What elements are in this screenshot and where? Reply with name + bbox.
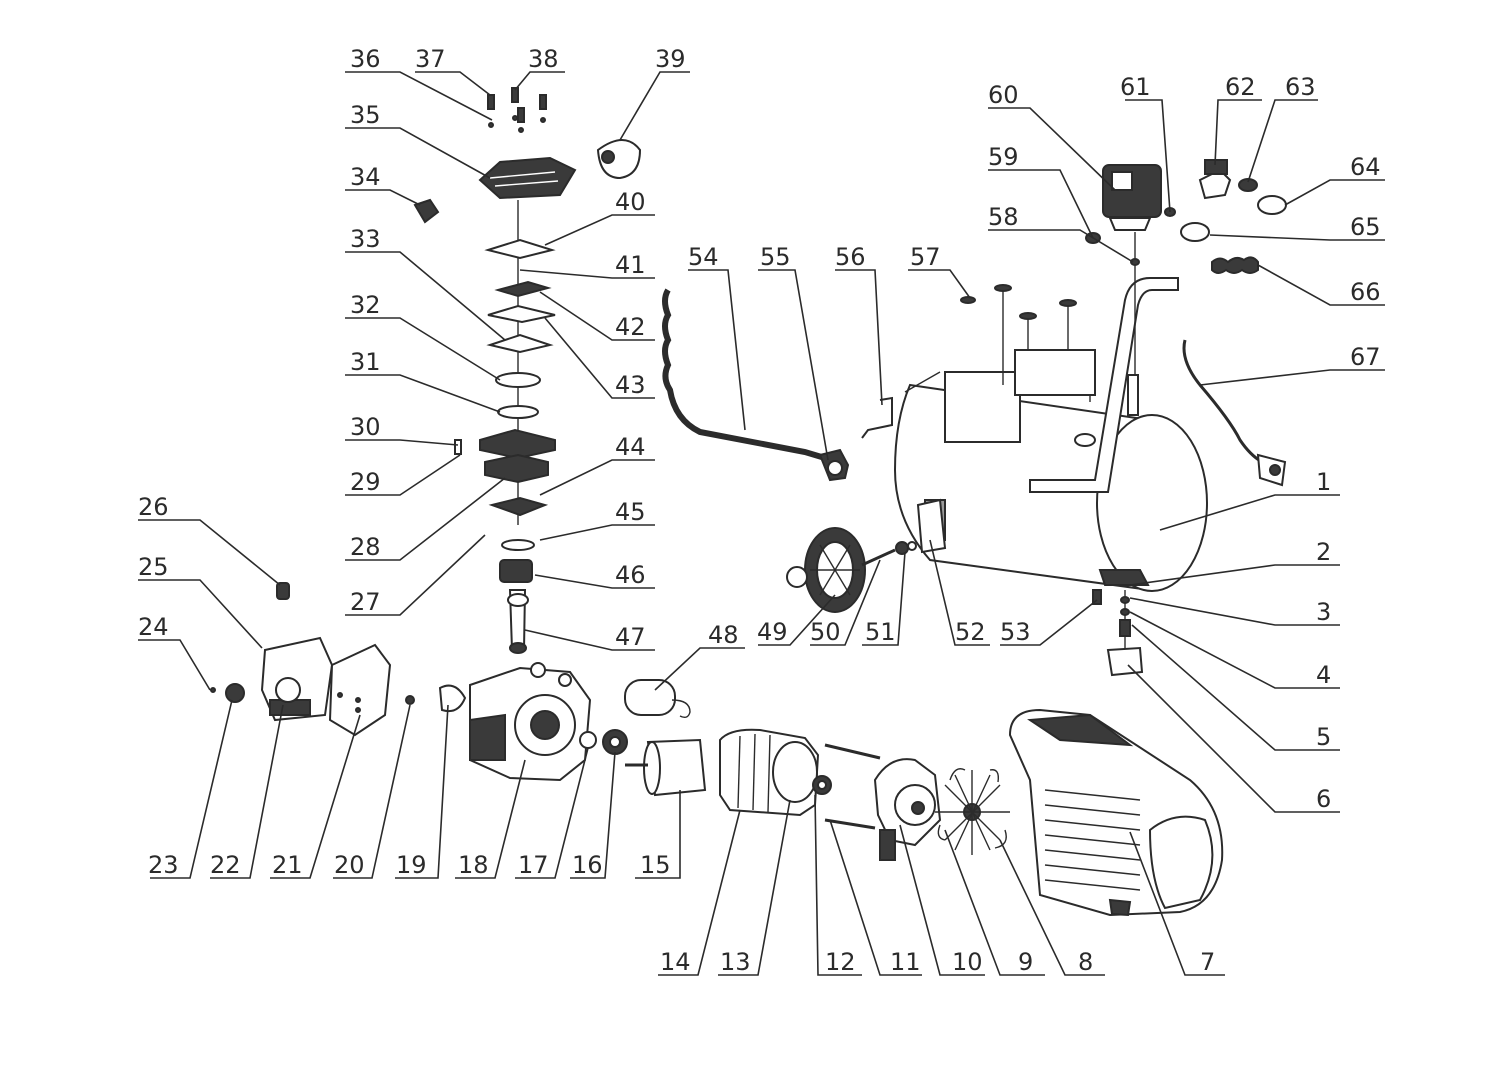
callout-67: 67 <box>1350 343 1381 371</box>
callout-19: 19 <box>396 851 427 879</box>
callout-57: 57 <box>910 243 941 271</box>
end-shield <box>873 758 942 861</box>
callout-15: 15 <box>640 851 671 879</box>
callout-50: 50 <box>810 618 841 646</box>
tank-handle <box>1029 277 1179 493</box>
stator <box>719 728 820 817</box>
callout-32: 32 <box>350 291 381 319</box>
callout-5: 5 <box>1316 723 1331 751</box>
capacitor <box>624 679 691 719</box>
callout-62: 62 <box>1225 73 1256 101</box>
callout-63: 63 <box>1285 73 1316 101</box>
callout-38: 38 <box>528 45 559 73</box>
fan-cover <box>1008 708 1224 917</box>
callout-43: 43 <box>615 371 646 399</box>
callout-49: 49 <box>757 618 788 646</box>
callout-24: 24 <box>138 613 169 641</box>
callout-16: 16 <box>572 851 603 879</box>
callout-29: 29 <box>350 468 381 496</box>
callout-17: 17 <box>518 851 549 879</box>
callout-41: 41 <box>615 251 646 279</box>
callout-66: 66 <box>1350 278 1381 306</box>
callout-6: 6 <box>1316 785 1331 813</box>
drain-pin <box>861 396 893 439</box>
callout-4: 4 <box>1316 661 1331 689</box>
air-hose <box>662 288 850 482</box>
callout-40: 40 <box>615 188 646 216</box>
callout-59: 59 <box>988 143 1019 171</box>
power-cord <box>1182 339 1287 487</box>
callout-12: 12 <box>825 948 856 976</box>
cylinder-head-stack <box>413 87 642 654</box>
callout-64: 64 <box>1350 153 1381 181</box>
callout-39: 39 <box>655 45 686 73</box>
callout-22: 22 <box>210 851 241 879</box>
cooling-fan <box>935 768 1010 855</box>
leader-lines <box>138 71 1385 976</box>
callout-37: 37 <box>415 45 446 73</box>
callout-46: 46 <box>615 561 646 589</box>
callout-42: 42 <box>615 313 646 341</box>
long-bolts <box>812 743 881 830</box>
callout-10: 10 <box>952 948 983 976</box>
callout-55: 55 <box>760 243 791 271</box>
callout-34: 34 <box>350 163 381 191</box>
callout-25: 25 <box>138 553 169 581</box>
tank-foot <box>916 498 947 554</box>
callout-11: 11 <box>890 948 921 976</box>
callout-14: 14 <box>660 948 691 976</box>
crankcase <box>469 662 592 782</box>
callout-3: 3 <box>1316 598 1331 626</box>
callout-51: 51 <box>865 618 896 646</box>
callout-1: 1 <box>1316 468 1331 496</box>
callout-61: 61 <box>1120 73 1151 101</box>
callout-52: 52 <box>955 618 986 646</box>
callout-27: 27 <box>350 588 381 616</box>
pressure-switch-assembly <box>1085 159 1287 375</box>
callout-30: 30 <box>350 413 381 441</box>
valve-cover-assembly <box>210 582 467 737</box>
callout-28: 28 <box>350 533 381 561</box>
callout-8: 8 <box>1078 948 1093 976</box>
callout-47: 47 <box>615 623 646 651</box>
callout-53: 53 <box>1000 618 1031 646</box>
callout-35: 35 <box>350 101 381 129</box>
callout-20: 20 <box>334 851 365 879</box>
callout-44: 44 <box>615 433 646 461</box>
callout-7: 7 <box>1200 948 1215 976</box>
callout-54: 54 <box>688 243 719 271</box>
callout-33: 33 <box>350 225 381 253</box>
callout-2: 2 <box>1316 538 1331 566</box>
callout-31: 31 <box>350 348 381 376</box>
rotor <box>625 738 707 797</box>
callout-36: 36 <box>350 45 381 73</box>
callout-45: 45 <box>615 498 646 526</box>
callout-9: 9 <box>1018 948 1033 976</box>
callout-23: 23 <box>148 851 179 879</box>
callout-48: 48 <box>708 621 739 649</box>
callout-13: 13 <box>720 948 751 976</box>
parts-drawing <box>210 87 1287 917</box>
callout-65: 65 <box>1350 213 1381 241</box>
callout-18: 18 <box>458 851 489 879</box>
spring-66 <box>1211 256 1259 274</box>
wheel <box>786 527 917 613</box>
callout-60: 60 <box>988 81 1019 109</box>
callout-21: 21 <box>272 851 303 879</box>
callout-56: 56 <box>835 243 866 271</box>
drain-assembly <box>1092 589 1144 677</box>
callout-58: 58 <box>988 203 1019 231</box>
callout-26: 26 <box>138 493 169 521</box>
callout-labels: 1 2 3 4 5 6 7 8 9 10 11 12 13 14 15 16 1… <box>138 45 1381 976</box>
